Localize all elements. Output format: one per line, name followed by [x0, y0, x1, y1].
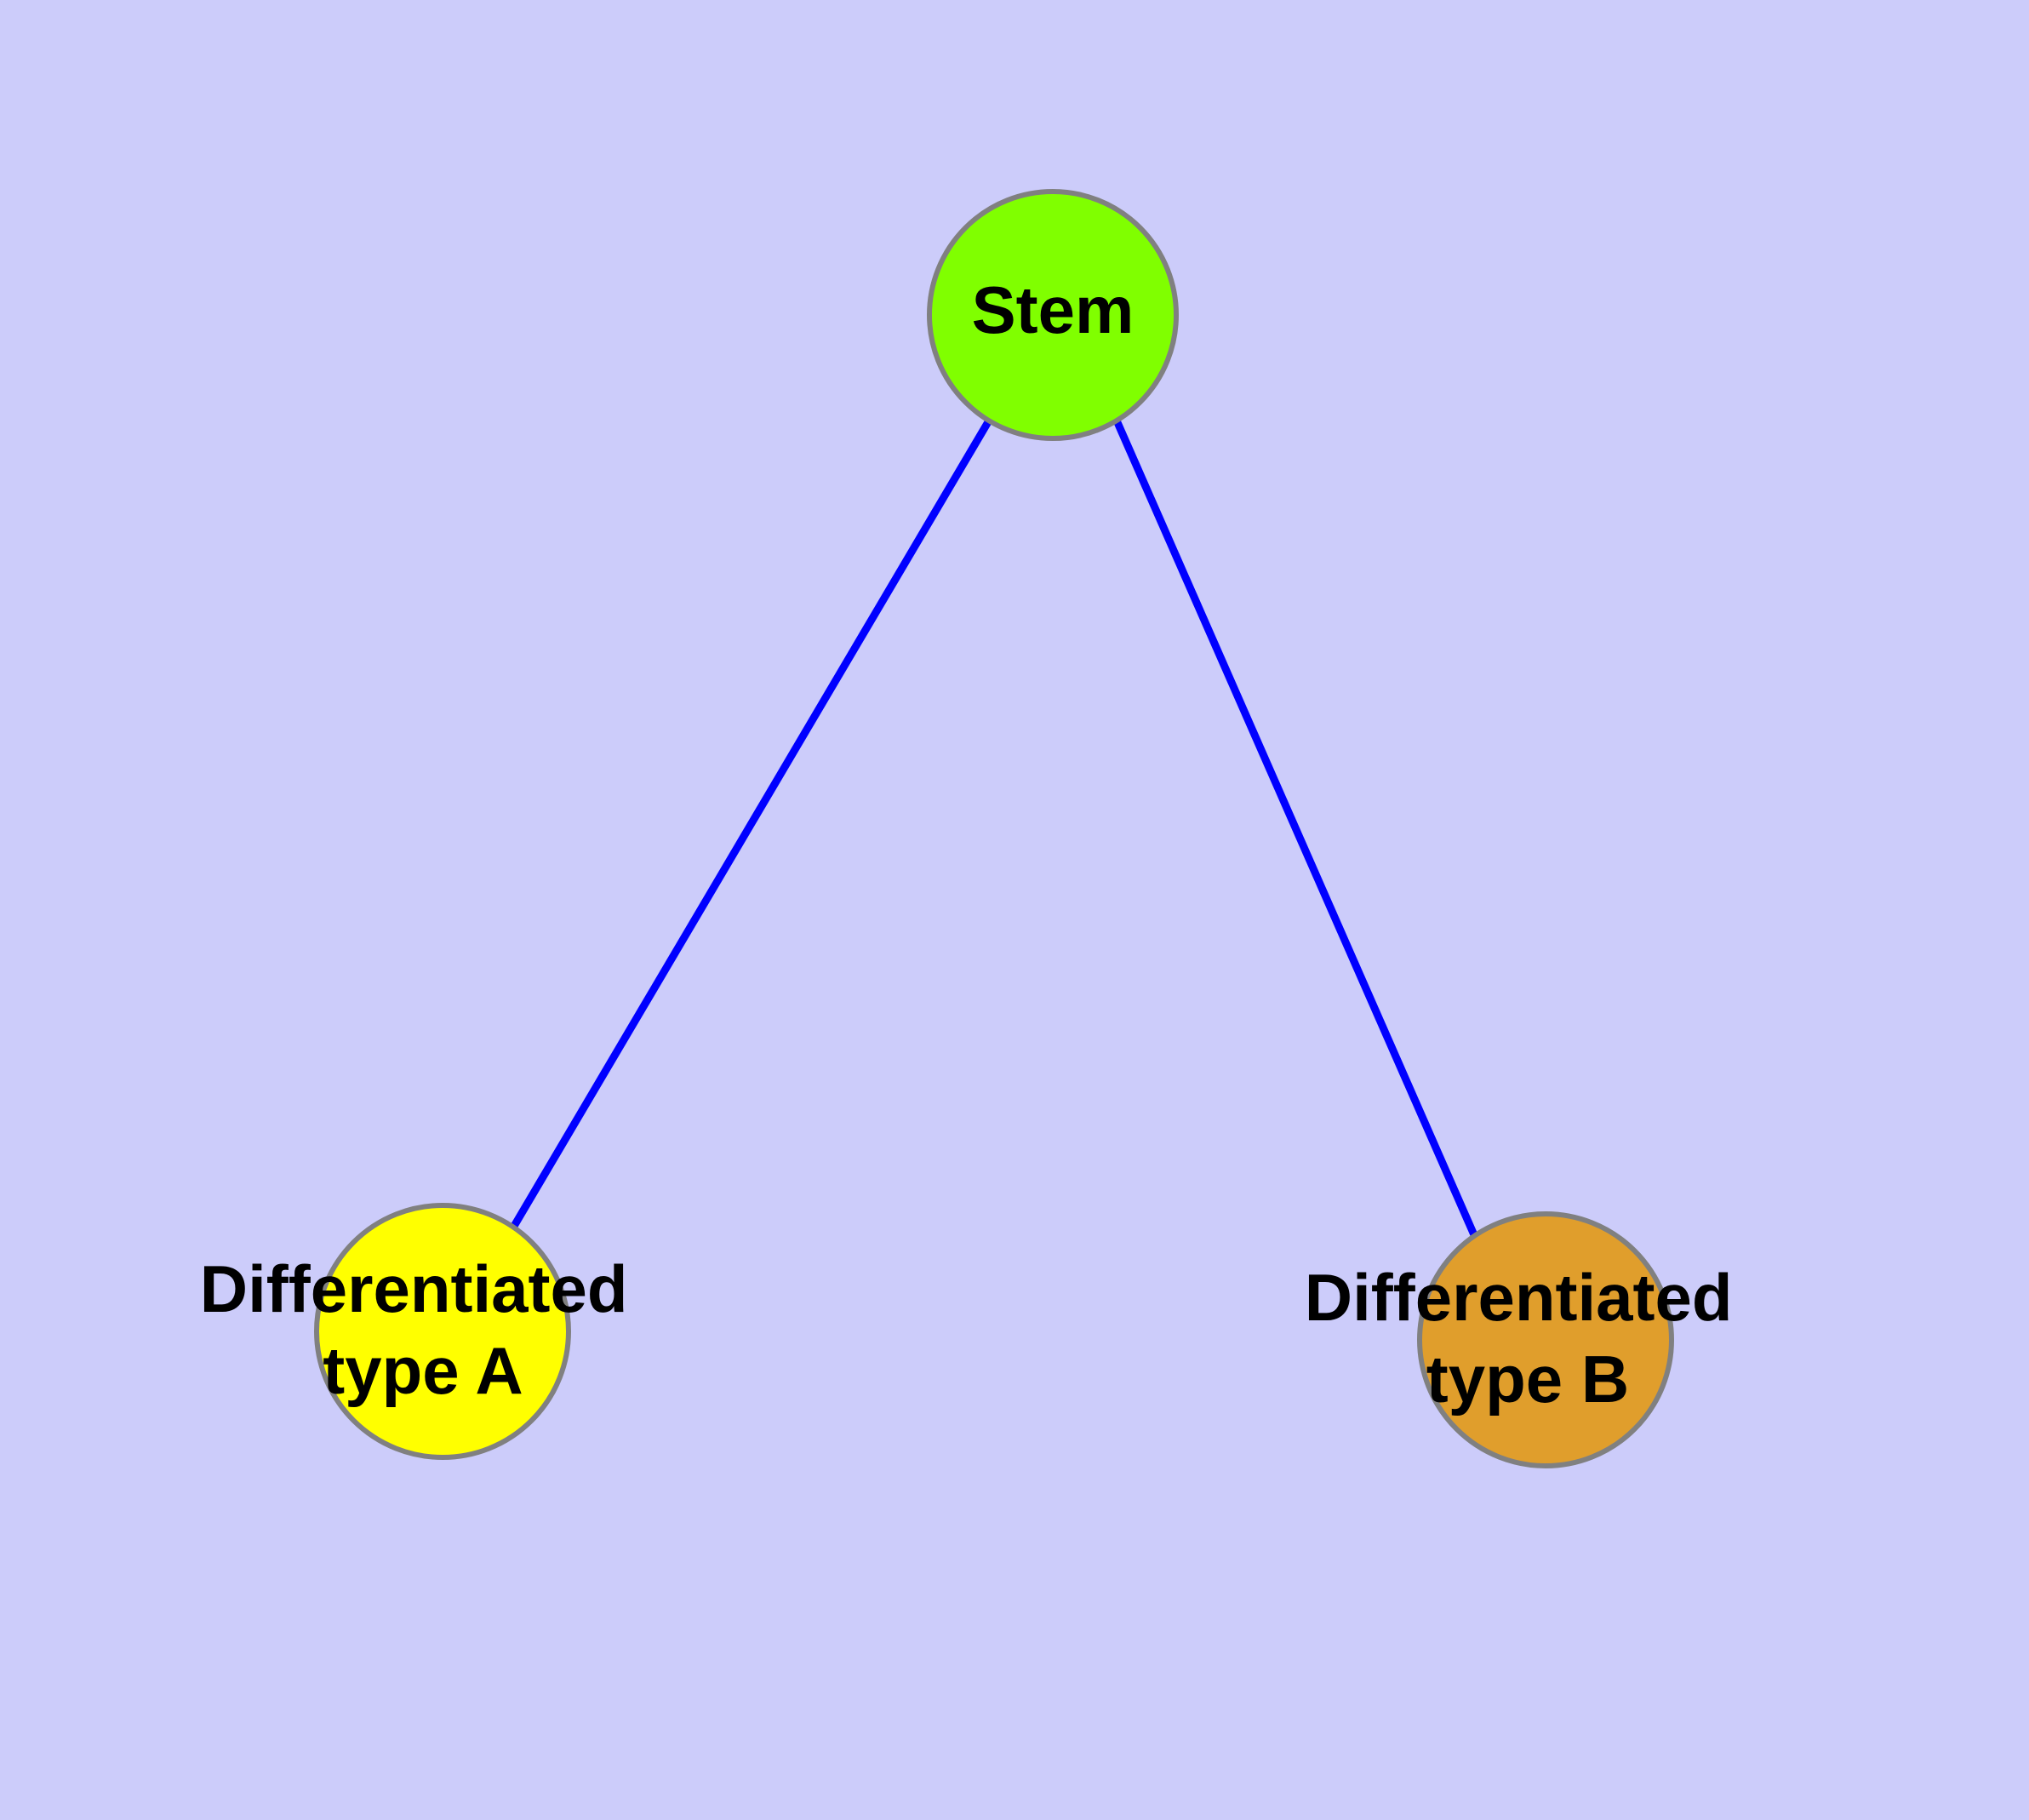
edge-layer — [510, 418, 1479, 1239]
node-differentiated-type-b[interactable]: Differentiated type B — [1305, 1211, 1751, 1468]
node-differentiated-type-a-circle[interactable] — [314, 1203, 571, 1460]
edge-stem-to-differentiated-type-a[interactable] — [510, 418, 992, 1230]
node-layer: Stem Differentiated type A Differentiate… — [200, 189, 1751, 1468]
node-differentiated-type-a-label: Differentiated type A — [200, 1251, 646, 1408]
node-stem-label: Stem — [972, 272, 1135, 347]
node-differentiated-type-b-label: Differentiated type B — [1305, 1260, 1751, 1417]
node-differentiated-type-a-label-line-2: type A — [323, 1333, 523, 1408]
edge-stem-to-differentiated-type-b[interactable] — [1112, 419, 1479, 1239]
node-stem[interactable]: Stem — [927, 189, 1179, 441]
node-differentiated-type-b-label-line-1: Differentiated — [1305, 1260, 1733, 1335]
node-differentiated-type-a-label-line-1: Differentiated — [200, 1251, 628, 1326]
node-differentiated-type-b-circle[interactable] — [1417, 1211, 1674, 1468]
node-stem-label-line-1: Stem — [972, 272, 1135, 347]
node-stem-circle[interactable] — [927, 189, 1179, 441]
node-differentiated-type-b-label-line-2: type B — [1426, 1342, 1629, 1417]
node-differentiated-type-a[interactable]: Differentiated type A — [200, 1203, 646, 1460]
